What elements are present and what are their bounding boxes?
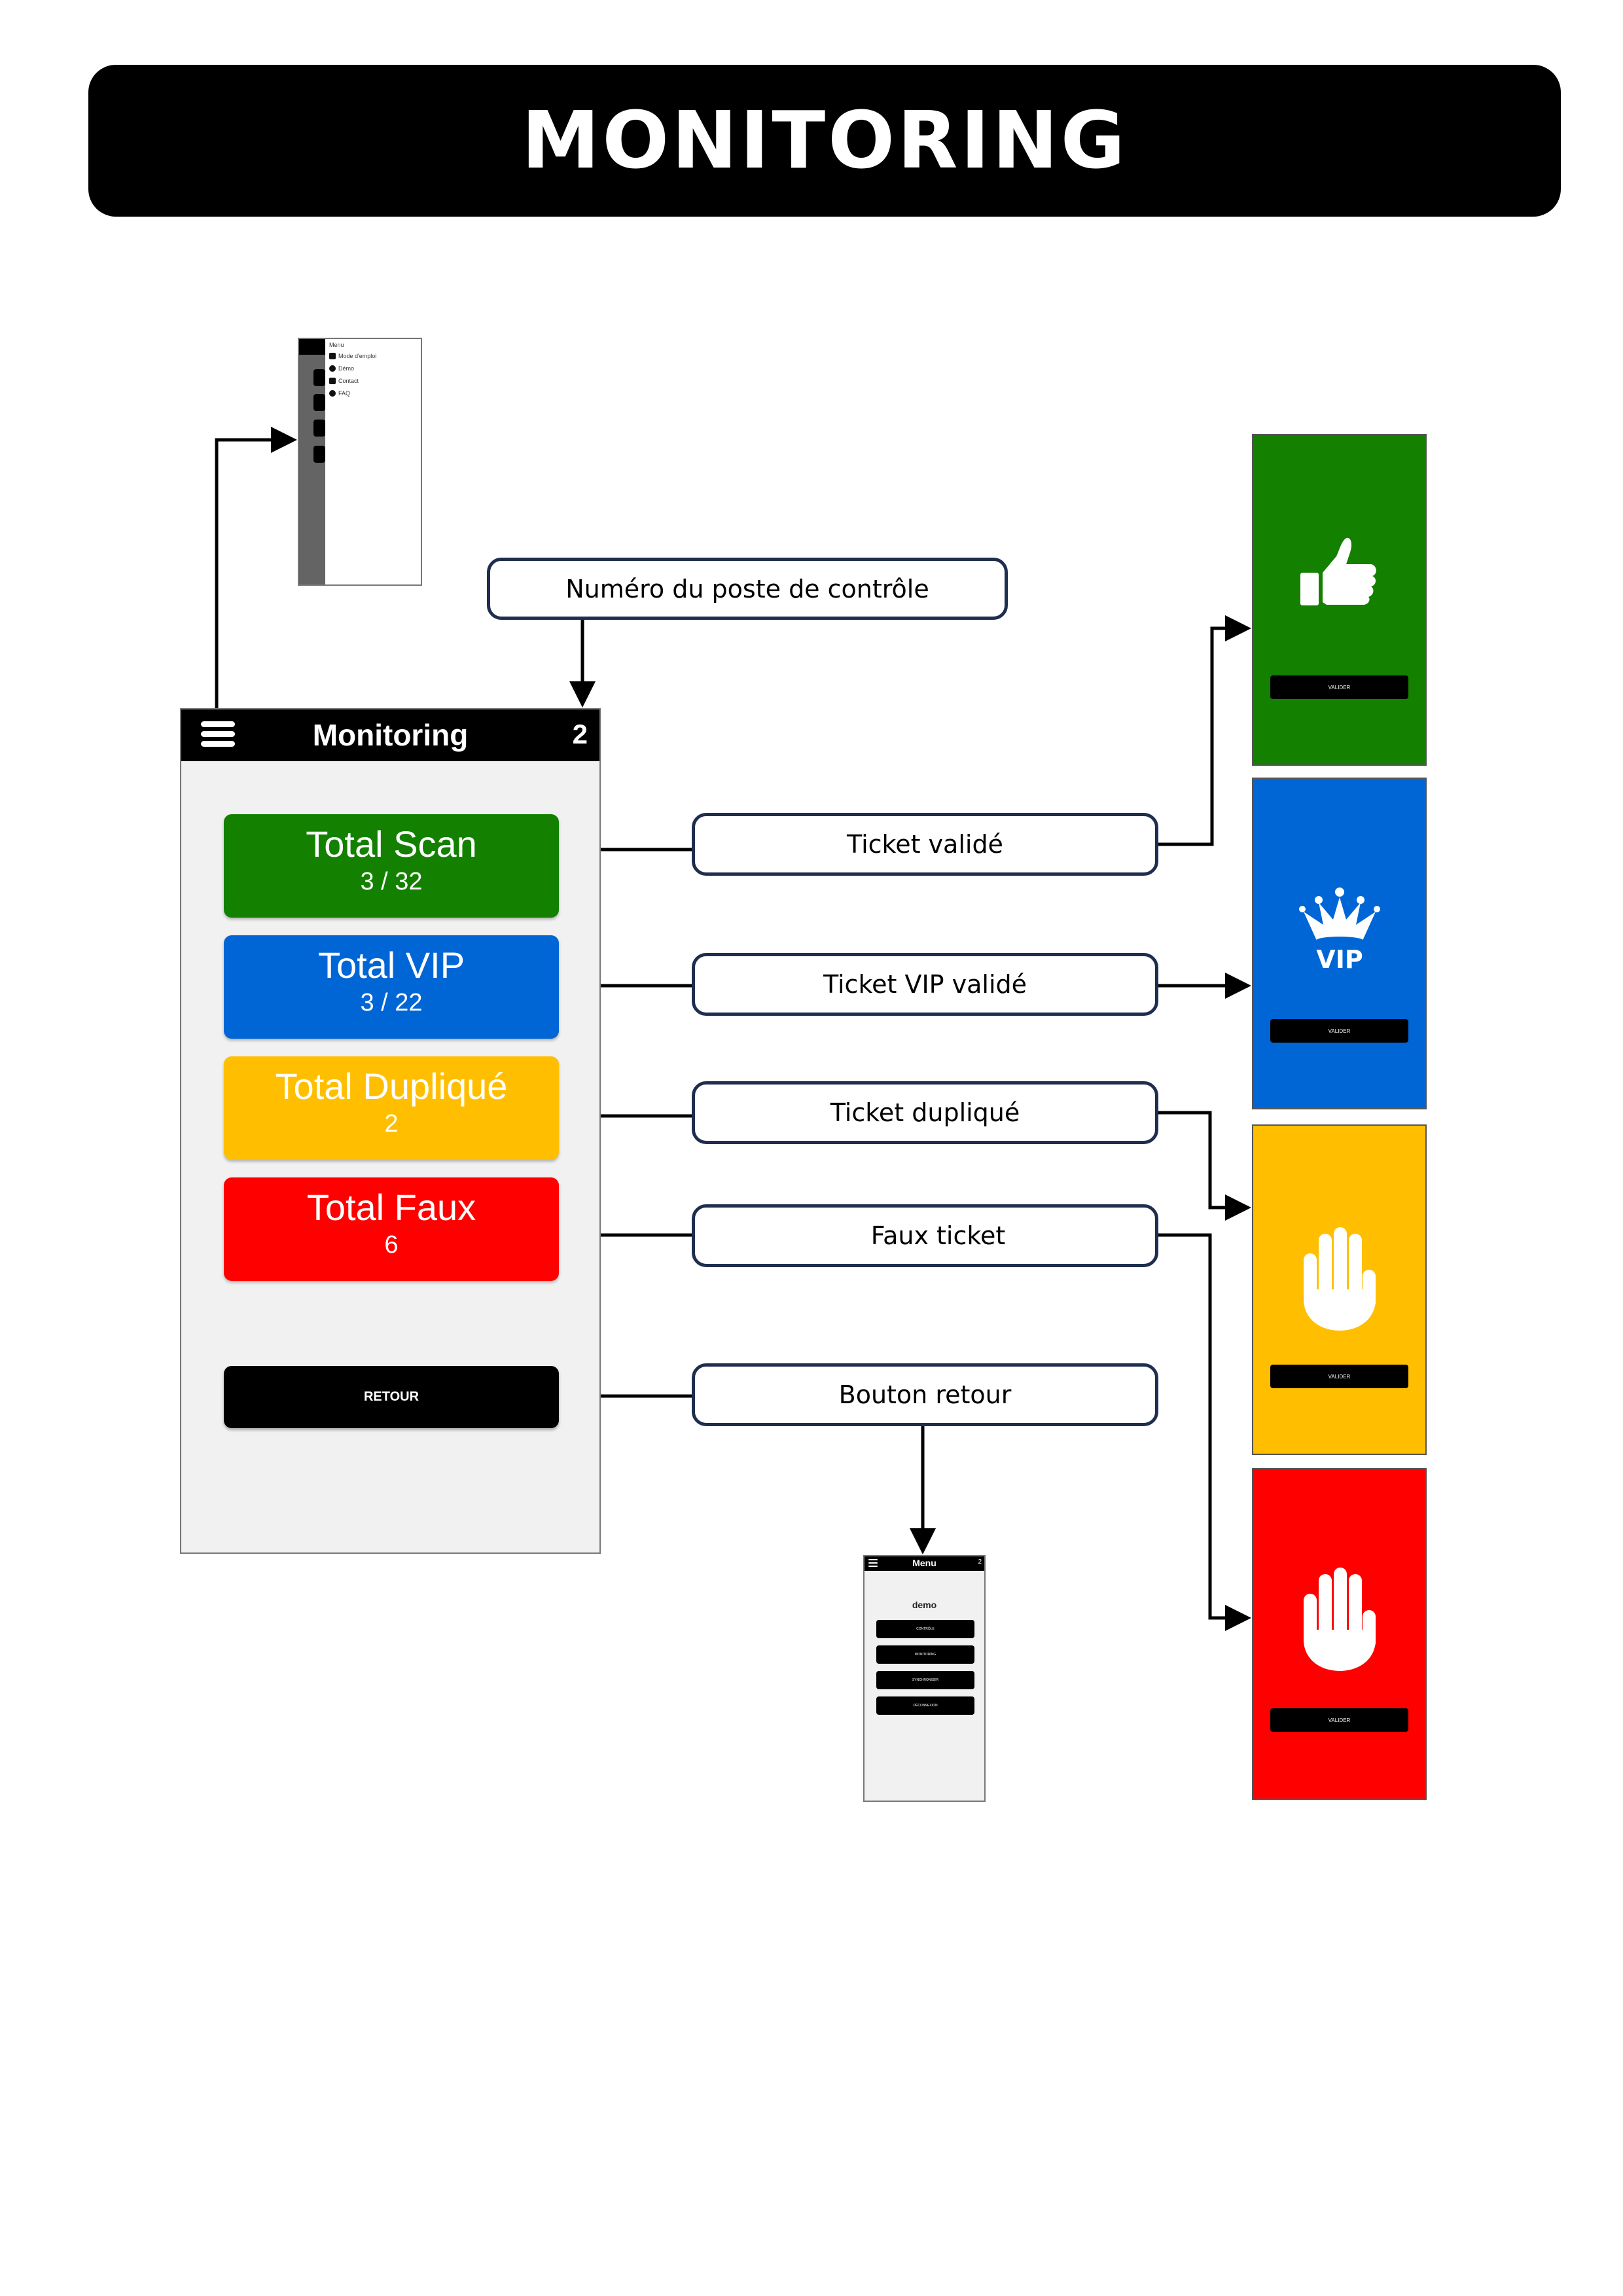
drawer-item-contact[interactable]: Contact <box>329 378 359 384</box>
menu-screen: Menu 2 demo CONTRÔLE MONITORING SYNCHRON… <box>863 1555 986 1802</box>
callout-ticket-valid: Ticket validé <box>692 813 1158 876</box>
arrow-valid-to-screen <box>1158 615 1251 846</box>
app-header: Monitoring 2 <box>181 709 599 761</box>
envelope-icon <box>329 378 336 384</box>
tile-total-duplicate[interactable]: Total Dupliqué 2 <box>224 1056 559 1160</box>
tile-label: Total Scan <box>306 823 477 865</box>
menu-button[interactable]: DÉCONNEXION <box>876 1696 974 1715</box>
result-screen-duplicate: VALIDER <box>1252 1124 1427 1455</box>
drawer-title: Menu <box>329 342 344 348</box>
callout-back-button: Bouton retour <box>692 1363 1158 1426</box>
menu-header: Menu 2 <box>865 1556 984 1571</box>
tile-value: 6 <box>384 1231 399 1259</box>
station-number: 2 <box>572 719 588 749</box>
drawer-header <box>299 339 325 355</box>
callout-ticket-vip: Ticket VIP validé <box>692 953 1158 1016</box>
menu-button[interactable]: CONTRÔLE <box>876 1620 974 1638</box>
tile-value: 3 / 32 <box>360 868 423 895</box>
dimmed-tile <box>313 446 325 463</box>
monitoring-screen: Monitoring 2 Total Scan 3 / 32 Total VIP… <box>180 708 601 1554</box>
menu-button[interactable]: MONITORING <box>876 1645 974 1664</box>
validate-button[interactable]: VALIDER <box>1270 1365 1408 1388</box>
result-screen-vip: VIP VALIDER <box>1252 778 1427 1109</box>
header-title: Monitoring <box>312 718 469 752</box>
dimmed-tile <box>313 394 325 411</box>
dimmed-tile <box>313 420 325 437</box>
tile-value: 3 / 22 <box>360 989 423 1016</box>
menu-subtitle: demo <box>912 1600 937 1610</box>
tile-total-scan[interactable]: Total Scan 3 / 32 <box>224 814 559 918</box>
back-button[interactable]: RETOUR <box>224 1366 559 1428</box>
tile-total-fake[interactable]: Total Faux 6 <box>224 1177 559 1281</box>
hand-stop-icon <box>1303 1227 1376 1331</box>
book-icon <box>329 353 336 359</box>
result-screen-fake: VALIDER <box>1252 1468 1427 1800</box>
result-screen-valid: VALIDER <box>1252 434 1427 766</box>
thumbs-up-icon <box>1300 537 1376 605</box>
callout-fake-ticket: Faux ticket <box>692 1204 1158 1267</box>
tile-label: Total Faux <box>306 1187 476 1228</box>
globe-icon <box>329 365 336 372</box>
hamburger-menu-icon[interactable] <box>201 721 235 747</box>
tile-total-vip[interactable]: Total VIP 3 / 22 <box>224 935 559 1039</box>
page-title-banner: MONITORING <box>88 65 1561 217</box>
tile-label: Total Dupliqué <box>275 1066 508 1107</box>
dimmed-tile <box>313 369 325 386</box>
page-title: MONITORING <box>521 95 1128 187</box>
hamburger-menu-icon[interactable] <box>868 1559 878 1568</box>
callout-station-number: Numéro du poste de contrôle <box>487 558 1008 620</box>
validate-button[interactable]: VALIDER <box>1270 675 1408 699</box>
hand-stop-icon <box>1303 1568 1376 1671</box>
callout-ticket-duplicate: Ticket dupliqué <box>692 1081 1158 1144</box>
drawer-item-guide[interactable]: Mode d'emploi <box>329 353 376 359</box>
drawer-item-faq[interactable]: FAQ <box>329 390 350 397</box>
info-icon <box>329 390 336 397</box>
station-number: 2 <box>978 1558 982 1566</box>
arrow-dup-to-screen <box>1158 1111 1251 1221</box>
validate-button[interactable]: VALIDER <box>1270 1019 1408 1043</box>
arrow-fake-to-screen <box>1158 1233 1251 1631</box>
menu-title: Menu <box>912 1558 936 1568</box>
vip-label: VIP <box>1316 945 1363 972</box>
tile-label: Total VIP <box>317 944 465 986</box>
validate-button[interactable]: VALIDER <box>1270 1708 1408 1732</box>
drawer-item-demo[interactable]: Démo <box>329 365 354 372</box>
crown-vip-icon: VIP <box>1298 888 1380 972</box>
drawer-menu-screen: Menu Mode d'emploi Démo Contact FAQ <box>298 338 422 586</box>
tile-value: 2 <box>384 1110 399 1138</box>
arrow-menu-to-drawer <box>215 427 297 708</box>
menu-button[interactable]: SYNCHRONISER <box>876 1671 974 1689</box>
